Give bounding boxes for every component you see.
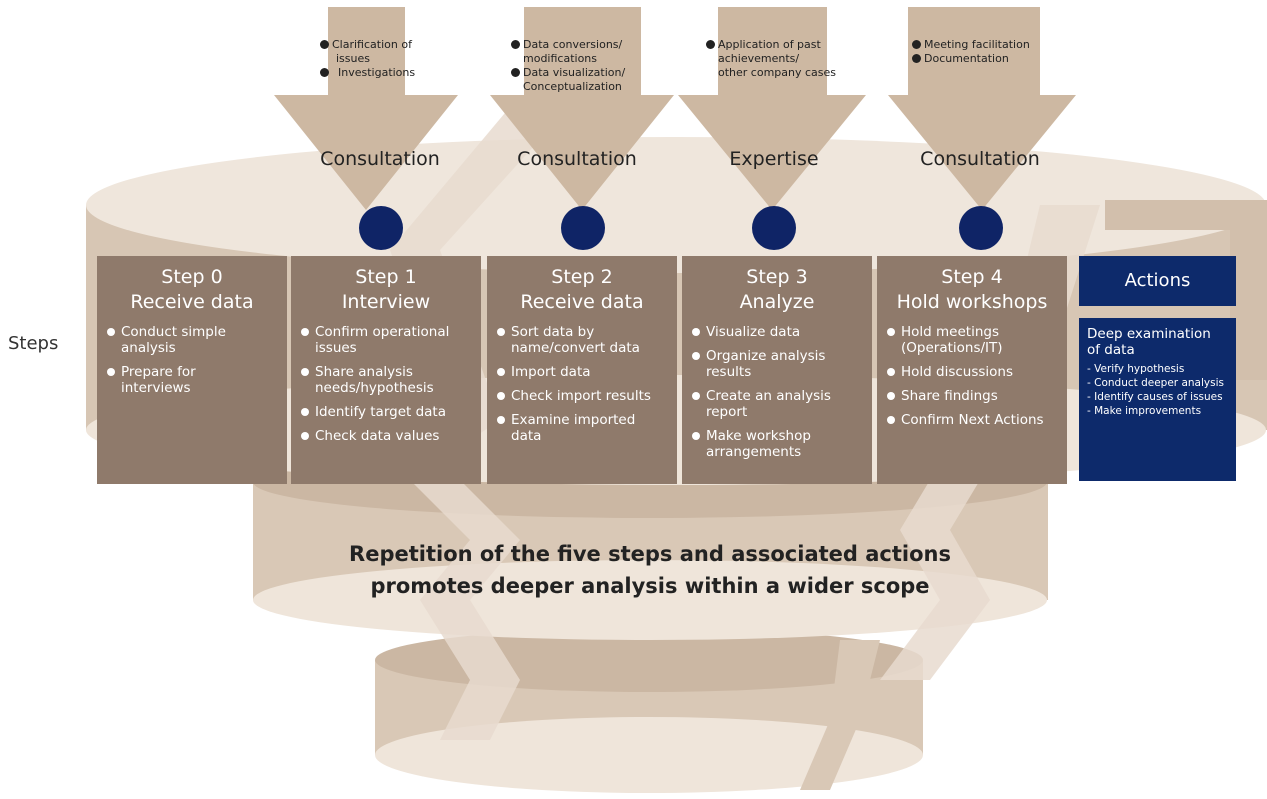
actions-item: - Make improvements [1087,405,1202,417]
step-marker-dot [359,206,403,250]
step-item: Check data values [301,428,475,444]
down-arrow [888,7,1076,210]
bottom-cylinder-base [375,717,923,793]
bullet: Meeting facilitation [912,38,1030,52]
step-item: Import data [497,364,671,380]
actions-item: - Verify hypothesis [1087,363,1185,375]
actions-title: Actions [1079,256,1236,306]
service-label-1: Consultation [517,148,637,170]
actions-item: - Identify causes of issues [1087,391,1223,403]
bullet: Documentation [912,52,1030,66]
bullet-line: Conceptualization [523,80,622,93]
service-bullets-3: Meeting facilitation Documentation [912,38,1030,66]
step-item: Share findings [887,388,1061,404]
down-arrow [274,7,458,210]
steps-label: Steps [8,333,59,354]
service-label-0: Consultation [320,148,440,170]
actions-panel: Deep examination of data - Verify hypoth… [1079,318,1236,481]
bullet: Data visualization/ [511,66,625,80]
step-title: Analyze [739,291,815,313]
step-number: Step 0 [161,266,223,288]
step-box-3: Step 3 Analyze Visualize data Organize a… [682,256,872,484]
down-arrow [678,7,866,210]
actions-deep-title: Deep examination of data [1087,326,1211,358]
step-title: Receive data [130,291,254,313]
step-title: Interview [341,291,431,313]
service-bullets-2: Application of past achievements/ other … [706,38,836,80]
service-label-3: Consultation [920,148,1040,170]
step-title: Receive data [520,291,644,313]
caption-line: Repetition of the five steps and associa… [349,542,951,566]
bullet-line: issues [336,52,370,65]
bullet-line: achievements/ [718,52,800,65]
step-item: Identify target data [301,404,475,420]
bullet: Clarification of [320,38,415,52]
step-item: Hold discussions [887,364,1061,380]
step-item: Hold meetings(Operations/IT) [887,324,1061,356]
step-item: Confirm Next Actions [887,412,1061,428]
step-marker-dot [959,206,1003,250]
step-items: Hold meetings(Operations/IT) Hold discus… [877,324,1067,428]
caption-line: promotes deeper analysis within a wider … [370,574,930,598]
service-label-2: Expertise [729,148,819,170]
bullet-line: other company cases [718,66,837,79]
step-item: Visualize data [692,324,866,340]
service-bullets-0: Clarification of issues Investigations [320,38,415,80]
actions-item: - Conduct deeper analysis [1087,377,1224,389]
step-marker-dot [752,206,796,250]
step-title: Hold workshops [896,291,1048,313]
step-marker-dot [561,206,605,250]
step-number: Step 3 [746,266,808,288]
step-number: Step 2 [551,266,613,288]
bullet: Data conversions/ [511,38,625,52]
step-box-4: Step 4 Hold workshops Hold meetings(Oper… [877,256,1067,484]
bullet: Application of past [706,38,836,52]
step-number: Step 1 [355,266,417,288]
service-bullets-1: Data conversions/ modifications Data vis… [511,38,625,94]
step-number: Step 4 [941,266,1003,288]
repetition-caption: Repetition of the five steps and associa… [250,538,1050,602]
zigzag-ribbon [800,640,880,790]
bullet: Investigations [320,66,415,80]
bullet-line: modifications [523,52,598,65]
step-item: Check import results [497,388,671,404]
down-arrow [490,7,674,210]
